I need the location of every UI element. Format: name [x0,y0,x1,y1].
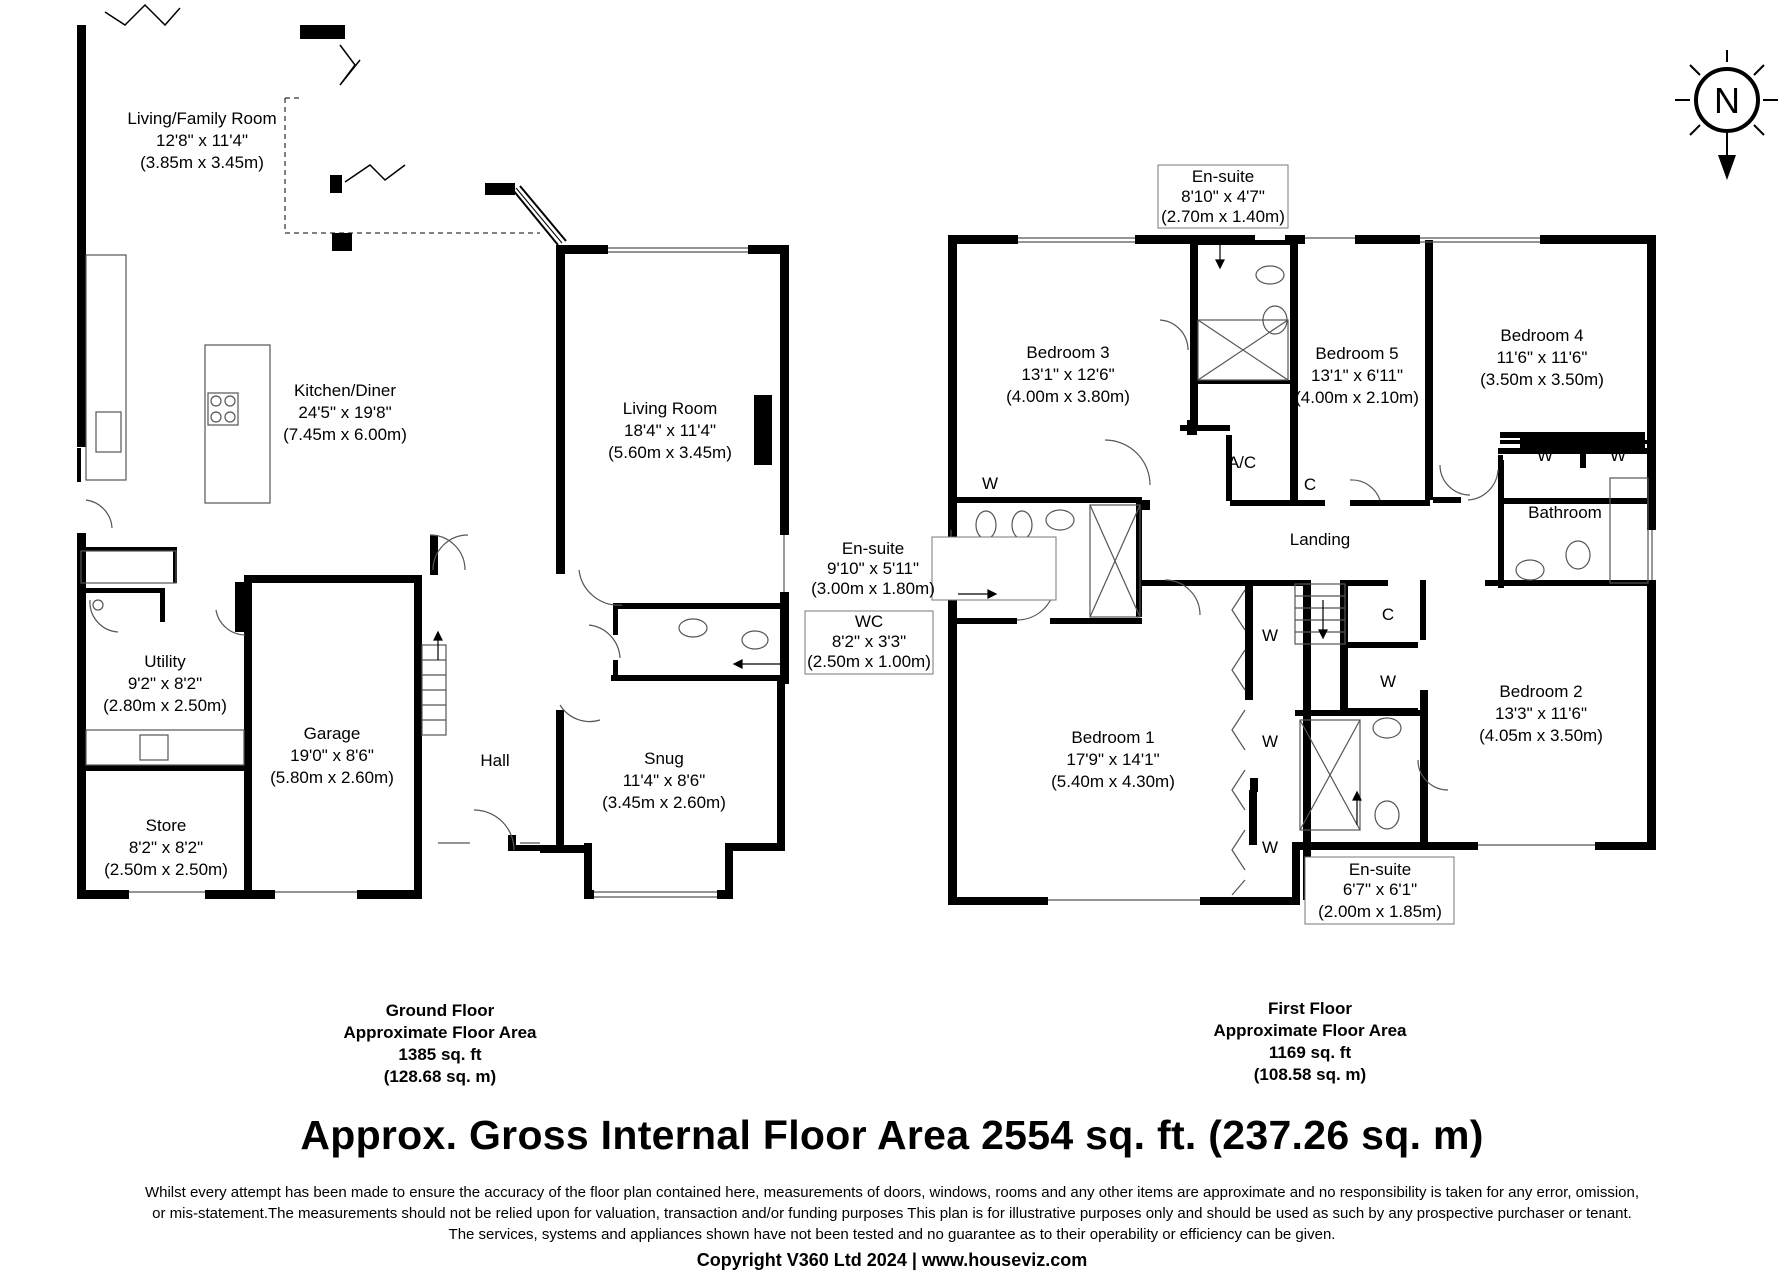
room-name-bathroom: Bathroom [1528,503,1602,522]
wardrobe-label-bedroom-1-b: W [1262,732,1278,751]
wardrobe-label-bedroom-3: W [982,474,998,493]
ground-floor-walls [77,25,789,899]
callout-metric-ensuite-left: (3.00m x 1.80m) [811,579,935,598]
room-dims-bedroom-4: 11'6" x 11'6" [1497,348,1588,367]
ground-floor-title: Ground Floor [385,1001,495,1020]
disclaimer-line: The services, systems and appliances sho… [448,1226,1336,1243]
room-dims-bedroom-1: 17'9" x 14'1" [1066,750,1159,769]
ground-floor-area-label: Approximate Floor Area [343,1023,537,1042]
ground-floor-labels: Living/Family Room 12'8" x 11'4" (3.85m … [103,109,931,879]
disclaimer-line: Whilst every attempt has been made to en… [144,1184,1640,1201]
ground-floor-bay-window [104,3,567,246]
disclaimer: Whilst every attempt has been made to en… [0,1182,1784,1245]
room-metric-snug: (3.45m x 2.60m) [602,793,726,812]
room-metric-living-family-room: (3.85m x 3.45m) [140,153,264,172]
ground-floor-area-sqft: 1385 sq. ft [398,1045,482,1064]
wardrobe-label-bedroom-4-b: W [1610,446,1626,465]
callout-name-ensuite-top: En-suite [1192,167,1254,186]
callout-dims-ensuite-top: 8'10" x 4'7" [1181,187,1265,206]
room-name-garage: Garage [304,724,361,743]
wardrobe-label-landing: W [1380,672,1396,691]
callout-name-wc: WC [855,612,883,631]
room-dims-store: 8'2" x 8'2" [129,838,203,857]
callout-dims-ensuite-left: 9'10" x 5'11" [827,559,919,578]
first-floor-title: First Floor [1267,999,1353,1018]
room-name-bedroom-3: Bedroom 3 [1026,343,1109,362]
callout-name-ensuite-left: En-suite [842,539,904,558]
compass-label: N [1714,80,1740,121]
room-metric-bedroom-4: (3.50m x 3.50m) [1480,370,1604,389]
copyright: Copyright V360 Ltd 2024 | www.houseviz.c… [696,1250,1088,1270]
room-dims-garage: 19'0" x 8'6" [290,746,374,765]
wardrobe-label-bedroom-4-a: W [1537,446,1553,465]
ground-floor-area-sqm: (128.68 sq. m) [383,1067,497,1086]
room-dims-bedroom-5: 13'1" x 6'11" [1311,366,1403,385]
compass-icon [1675,50,1778,180]
room-metric-bedroom-2: (4.05m x 3.50m) [1479,726,1603,745]
room-name-hall: Hall [480,751,509,770]
first-floor-summary: First Floor Approximate Floor Area 1169 … [1150,998,1470,1086]
gross-internal-area: Approx. Gross Internal Floor Area 2554 s… [300,1112,1484,1158]
callout-dims-ensuite-bottom: 6'7" x 6'1" [1343,880,1417,899]
first-floor-area-sqft: 1169 sq. ft [1268,1043,1352,1062]
cupboard-label-landing: C [1382,605,1394,624]
callout-arrows [433,235,1362,825]
room-metric-store: (2.50m x 2.50m) [104,860,228,879]
floor-plan-drawing: N Living/Family Room 12'8" x 11'4" (3.85… [77,3,1778,925]
callout-dims-wc: 8'2" x 3'3" [832,632,906,651]
room-name-living-family-room: Living/Family Room [127,109,276,128]
room-name-bedroom-1: Bedroom 1 [1071,728,1154,747]
room-metric-bedroom-5: (4.00m x 2.10m) [1295,388,1419,407]
room-name-utility: Utility [144,652,186,671]
room-dims-utility: 9'2" x 8'2" [128,674,202,693]
first-floor-area-label: Approximate Floor Area [1213,1021,1407,1040]
room-name-bedroom-5: Bedroom 5 [1315,344,1398,363]
room-name-store: Store [146,816,187,835]
room-dims-living-room: 18'4" x 11'4" [624,421,716,440]
room-name-bedroom-4: Bedroom 4 [1500,326,1583,345]
room-dims-bedroom-2: 13'3" x 11'6" [1495,704,1587,723]
disclaimer-line: or mis-statement.The measurements should… [152,1205,1632,1222]
room-name-kitchen-diner: Kitchen/Diner [294,381,396,400]
first-floor-labels: Bedroom 3 13'1" x 12'6" (4.00m x 3.80m) … [811,167,1626,921]
room-dims-snug: 11'4" x 8'6" [623,771,706,790]
room-metric-kitchen-diner: (7.45m x 6.00m) [283,425,407,444]
room-name-airing-cupboard: A/C [1228,453,1256,472]
ground-floor-summary: Ground Floor Approximate Floor Area 1385… [280,1000,600,1088]
room-dims-bedroom-3: 13'1" x 12'6" [1021,365,1114,384]
room-dims-kitchen-diner: 24'5" x 19'8" [298,403,391,422]
callout-boxes [804,164,1455,925]
callout-name-ensuite-bottom: En-suite [1349,860,1411,879]
room-metric-bedroom-3: (4.00m x 3.80m) [1006,387,1130,406]
room-metric-living-room: (5.60m x 3.45m) [608,443,732,462]
wardrobe-label-bedroom-1-a: W [1262,626,1278,645]
room-name-landing: Landing [1290,530,1351,549]
room-name-living-room: Living Room [623,399,718,418]
wardrobe-label-bedroom-1-c: W [1262,838,1278,857]
callout-metric-wc: (2.50m x 1.00m) [807,652,931,671]
callout-metric-ensuite-top: (2.70m x 1.40m) [1161,207,1285,226]
first-floor-fittings [950,237,1653,901]
room-name-bedroom-2: Bedroom 2 [1499,682,1582,701]
first-floor-area-sqm: (108.58 sq. m) [1253,1065,1367,1084]
callout-metric-ensuite-bottom: (2.00m x 1.85m) [1318,902,1442,921]
room-name-snug: Snug [644,749,684,768]
room-metric-utility: (2.80m x 2.50m) [103,696,227,715]
room-metric-bedroom-1: (5.40m x 4.30m) [1051,772,1175,791]
cupboard-label-bedroom-5: C [1304,475,1316,494]
kitchen-fittings [80,247,785,898]
room-dims-living-family-room: 12'8" x 11'4" [156,131,248,150]
room-metric-garage: (5.80m x 2.60m) [270,768,394,787]
